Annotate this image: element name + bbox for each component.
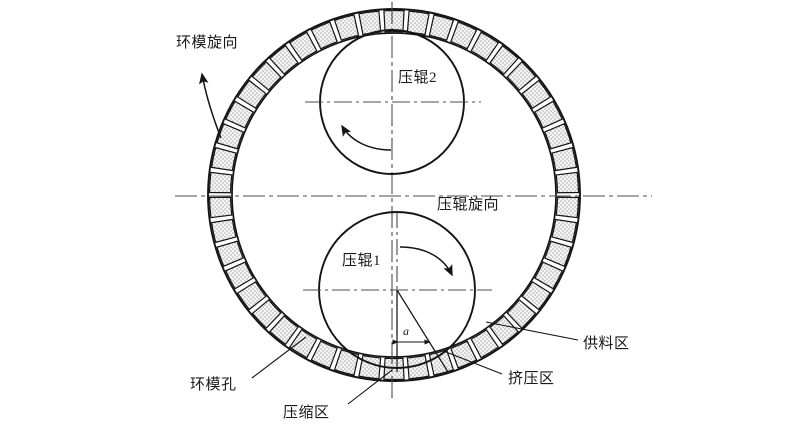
die-hole xyxy=(555,171,580,194)
die-hole xyxy=(208,196,233,219)
die-hole xyxy=(489,44,519,75)
angle-construction xyxy=(392,289,449,373)
die-hole xyxy=(269,315,299,346)
die-hole xyxy=(489,315,519,346)
die-hole xyxy=(310,340,338,369)
leader-compression-zone xyxy=(347,369,393,405)
roller1-rotation-arrow xyxy=(399,246,453,277)
die-hole xyxy=(251,299,282,329)
die-hole xyxy=(470,329,500,359)
die-hole xyxy=(216,240,244,267)
die-hole xyxy=(406,354,430,380)
label-feeding-zone: 供料区 xyxy=(583,336,630,352)
die-hole xyxy=(210,218,237,244)
die-hole xyxy=(555,196,580,219)
die-hole xyxy=(534,261,564,290)
die-hole xyxy=(544,240,572,267)
label-compression-zone: 压缩区 xyxy=(283,405,330,421)
die-hole xyxy=(521,281,552,311)
leader-lines xyxy=(251,321,579,405)
die-hole xyxy=(269,44,299,75)
die-hole xyxy=(544,123,572,150)
label-press-roller-1: 压辊1 xyxy=(342,253,382,269)
label-roller-rotation: 压辊旋向 xyxy=(437,197,500,213)
die-hole xyxy=(224,100,254,129)
die-hole xyxy=(224,261,254,290)
label-extrusion-zone: 挤压区 xyxy=(508,371,555,387)
leader-extrusion-zone xyxy=(445,351,503,375)
die-hole xyxy=(333,14,360,41)
die-hole xyxy=(450,21,478,50)
die-hole xyxy=(236,79,267,109)
die-hole xyxy=(521,79,552,109)
die-hole xyxy=(310,21,338,50)
die-hole xyxy=(551,218,578,244)
die-hole xyxy=(288,31,318,61)
die-hole xyxy=(251,61,282,91)
angle-radial-line xyxy=(396,289,449,373)
die-hole xyxy=(288,329,318,359)
label-press-roller-2: 压辊2 xyxy=(398,70,438,86)
ring-die-rotation-arrow xyxy=(199,72,222,139)
label-ring-die-rotation: 环模旋向 xyxy=(176,35,239,51)
press-roller-2 xyxy=(305,29,481,175)
rotation-arrows xyxy=(199,72,453,277)
die-hole xyxy=(236,281,267,311)
roller2-rotation-arrow xyxy=(341,124,392,151)
die-hole xyxy=(406,10,430,36)
die-hole xyxy=(534,100,564,129)
die-hole xyxy=(208,171,233,194)
leader-feeding-zone xyxy=(485,321,579,341)
die-hole xyxy=(210,146,237,172)
label-angle-a: a xyxy=(403,324,410,338)
leader-die-hole xyxy=(251,336,307,379)
die-hole xyxy=(383,9,405,33)
ring-die-body xyxy=(207,8,581,382)
die-hole xyxy=(551,146,578,172)
die-hole xyxy=(506,299,537,329)
die-hole xyxy=(216,123,244,150)
label-die-hole: 环模孔 xyxy=(190,377,237,393)
centerlines xyxy=(175,2,652,402)
die-hole xyxy=(428,14,455,41)
die-hole xyxy=(506,61,537,91)
die-hole xyxy=(470,31,500,61)
